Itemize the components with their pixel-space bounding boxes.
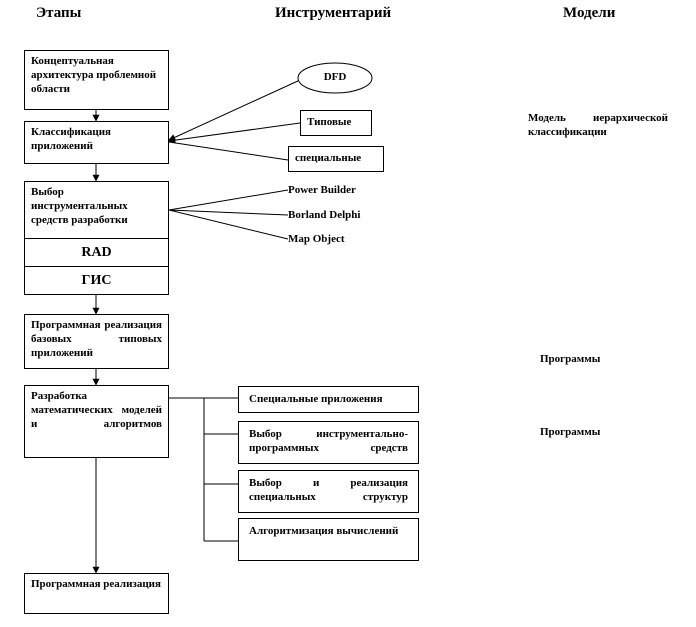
stage-label: Выбор инструментальных средств разработк… xyxy=(31,186,128,226)
stage-base-apps: Программная реализация базовых типовых п… xyxy=(24,314,169,369)
stage-gis: ГИС xyxy=(24,266,169,295)
model-hierarchical: Модель иерархической классификации xyxy=(528,112,668,138)
header-models: Модели xyxy=(563,5,616,21)
line-borland-delphi xyxy=(168,209,289,216)
arrow-dfd xyxy=(168,79,301,141)
substep-tool-programs: Выбор инструментально-программных средст… xyxy=(238,421,419,464)
stage-math-models: Разработка математических моделей и алго… xyxy=(24,385,169,458)
stage-label: Концептуальная архитектура проблемной об… xyxy=(31,55,157,95)
dfd-ellipse xyxy=(297,62,373,94)
stage-label: Разработка математических моделей и алго… xyxy=(31,390,162,430)
substep-structures: Выбор и реализация специальных структур xyxy=(238,470,419,513)
line-map-object xyxy=(168,209,289,240)
stage-implementation: Программная реализация xyxy=(24,573,169,614)
stage-tool-selection: Выбор инструментальных средств разработк… xyxy=(24,181,169,239)
arrow-typical xyxy=(168,122,301,144)
substep-label: Алгоритмизация вычислений xyxy=(249,525,399,537)
tool-typical: Типовые xyxy=(300,110,372,136)
line-power-builder xyxy=(168,189,289,211)
tool-dfd: DFD xyxy=(323,71,347,83)
header-tools: Инструментарий xyxy=(275,5,392,21)
stage-label: Классификация приложений xyxy=(31,126,111,152)
substep-algorithms: Алгоритмизация вычислений xyxy=(238,518,419,561)
tool-special: специальные xyxy=(288,146,384,172)
stage-conceptual-architecture: Концептуальная архитектура проблемной об… xyxy=(24,50,169,110)
stage-app-classification: Классификация приложений xyxy=(24,121,169,164)
substep-special-apps: Специальные приложения xyxy=(238,386,419,413)
header-stages: Этапы xyxy=(36,5,82,21)
tool-borland-delphi: Borland Delphi xyxy=(288,209,361,221)
stage-label: Программная реализация базовых типовых п… xyxy=(31,319,162,359)
substep-label: Выбор инструментально-программных средст… xyxy=(249,428,408,454)
substep-label: Выбор и реализация специальных структур xyxy=(249,477,408,503)
model-programs-2: Программы xyxy=(540,426,601,438)
line-special xyxy=(168,141,289,161)
model-programs-1: Программы xyxy=(540,353,601,365)
stage-label: Программная реализация xyxy=(31,578,161,590)
tool-power-builder: Power Builder xyxy=(288,184,356,196)
tool-map-object: Map Object xyxy=(288,233,345,245)
stage-rad: RAD xyxy=(24,238,169,267)
